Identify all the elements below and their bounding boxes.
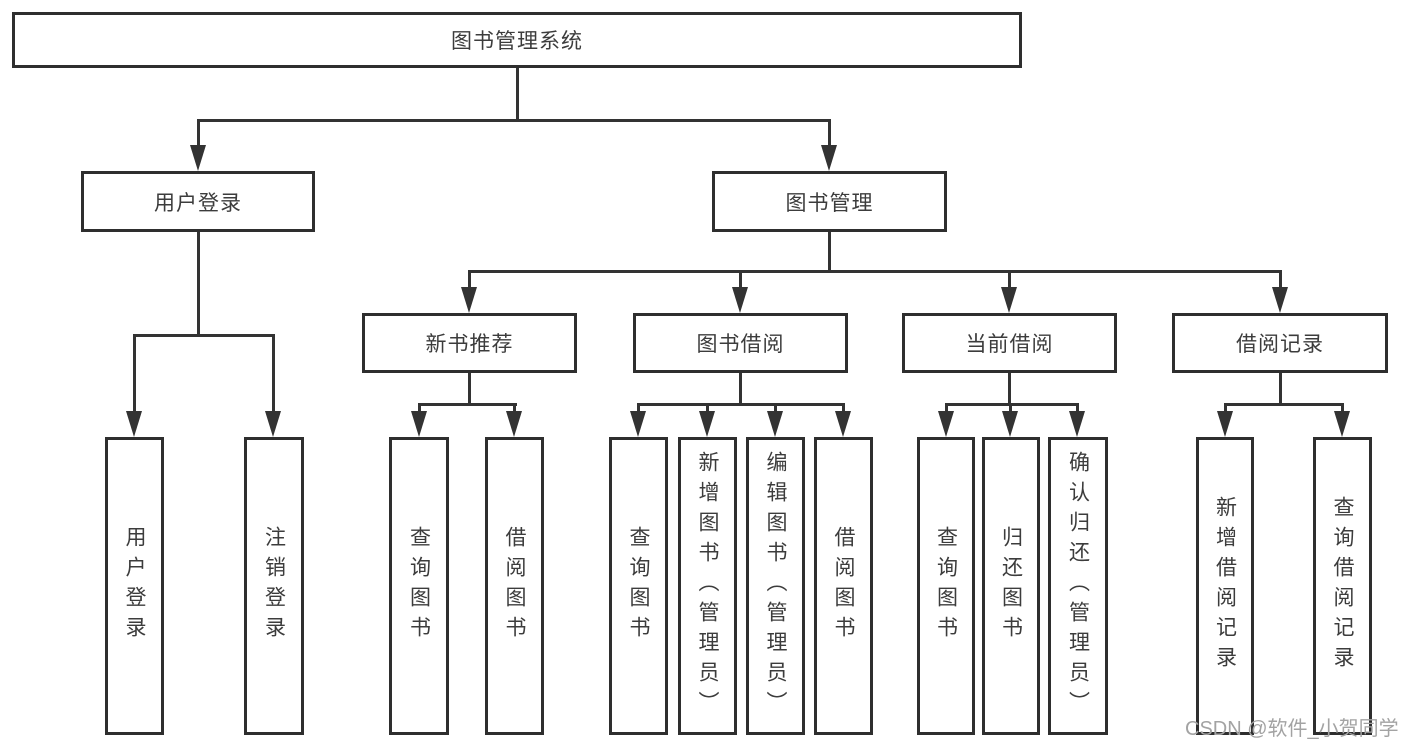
- arrow-down-icon: [835, 411, 851, 437]
- connector-line: [945, 403, 948, 413]
- arrow-down-icon: [1217, 411, 1233, 437]
- connector-line: [197, 232, 200, 336]
- leaf-add-book-admin: 新增图书（管理员）: [678, 437, 737, 735]
- node-book-borrowing: 图书借阅: [633, 313, 848, 373]
- connector-line: [774, 403, 777, 413]
- arrow-down-icon: [411, 411, 427, 437]
- connector-line: [1008, 373, 1011, 406]
- arrow-down-icon: [1001, 287, 1017, 313]
- arrow-down-icon: [699, 411, 715, 437]
- node-new-book-recommend-label: 新书推荐: [425, 333, 514, 356]
- leaf-edit-book-admin: 编辑图书（管理员）: [746, 437, 805, 735]
- arrow-down-icon: [1002, 411, 1018, 437]
- connector-line: [1008, 270, 1011, 288]
- leaf-borrow-books-borrowing: 借阅图书: [814, 437, 873, 735]
- leaf-query-books-borrowing-label: 查询图书: [627, 526, 651, 646]
- node-current-borrowing: 当前借阅: [902, 313, 1117, 373]
- leaf-return-books: 归还图书: [982, 437, 1040, 735]
- connector-line: [1341, 403, 1344, 413]
- node-book-management-label: 图书管理: [785, 191, 874, 215]
- arrow-down-icon: [1272, 287, 1288, 313]
- connector-line: [468, 270, 471, 288]
- leaf-query-books-current: 查询图书: [917, 437, 975, 735]
- leaf-logout-label: 注销登录: [262, 526, 286, 646]
- connector-line: [706, 403, 709, 413]
- connector-line: [1076, 403, 1079, 413]
- connector-line: [739, 270, 742, 288]
- leaf-logout: 注销登录: [244, 437, 304, 735]
- connector-line: [418, 403, 421, 413]
- node-borrowing-records-label: 借阅记录: [1236, 333, 1324, 356]
- connector-line: [1224, 403, 1227, 413]
- connector-line: [418, 403, 517, 406]
- arrow-down-icon: [767, 411, 783, 437]
- watermark: CSDN @软件_小贺同学: [1185, 718, 1399, 740]
- connector-line: [637, 403, 640, 413]
- arrow-down-icon: [190, 145, 206, 171]
- connector-line: [739, 373, 742, 406]
- arrow-down-icon: [126, 411, 142, 437]
- arrow-down-icon: [938, 411, 954, 437]
- leaf-add-borrow-record-label: 新增借阅记录: [1213, 496, 1237, 676]
- connector-line: [1224, 403, 1344, 406]
- leaf-return-books-label: 归还图书: [999, 526, 1023, 646]
- connector-line: [1279, 373, 1282, 406]
- connector-line: [828, 119, 831, 147]
- node-new-book-recommend: 新书推荐: [362, 313, 577, 373]
- leaf-borrow-books-recommend-label: 借阅图书: [503, 526, 527, 646]
- node-current-borrowing-label: 当前借阅: [965, 333, 1054, 356]
- leaf-query-books-borrowing: 查询图书: [609, 437, 668, 735]
- leaf-query-books-recommend: 查询图书: [389, 437, 449, 735]
- leaf-user-login: 用户登录: [105, 437, 164, 735]
- leaf-query-borrow-record: 查询借阅记录: [1313, 437, 1372, 735]
- connector-line: [133, 334, 275, 337]
- leaf-borrow-books-borrowing-label: 借阅图书: [832, 526, 856, 646]
- arrow-down-icon: [1334, 411, 1350, 437]
- leaf-borrow-books-recommend: 借阅图书: [485, 437, 544, 735]
- node-book-borrowing-label: 图书借阅: [696, 333, 785, 356]
- connector-line: [133, 334, 136, 412]
- connector-line: [272, 334, 275, 412]
- leaf-user-login-label: 用户登录: [123, 526, 147, 646]
- connector-line: [513, 403, 516, 413]
- connector-line: [197, 119, 831, 122]
- leaf-confirm-return-admin: 确认归还（管理员）: [1048, 437, 1108, 735]
- arrow-down-icon: [265, 411, 281, 437]
- connector-line: [468, 270, 1281, 273]
- leaf-query-borrow-record-label: 查询借阅记录: [1331, 496, 1355, 676]
- leaf-confirm-return-admin-label: 确认归还（管理员）: [1066, 451, 1090, 721]
- arrow-down-icon: [461, 287, 477, 313]
- arrow-down-icon: [732, 287, 748, 313]
- connector-line: [842, 403, 845, 413]
- connector-line: [1279, 270, 1282, 288]
- connector-line: [516, 68, 519, 121]
- arrow-down-icon: [506, 411, 522, 437]
- connector-line: [197, 119, 200, 147]
- node-book-management: 图书管理: [712, 171, 947, 232]
- connector-line: [637, 403, 844, 406]
- connector-line: [828, 232, 831, 272]
- leaf-add-book-admin-label: 新增图书（管理员）: [696, 451, 720, 721]
- leaf-query-books-current-label: 查询图书: [934, 526, 958, 646]
- leaf-query-books-recommend-label: 查询图书: [407, 526, 431, 646]
- connector-line: [945, 403, 1079, 406]
- leaf-edit-book-admin-label: 编辑图书（管理员）: [764, 451, 788, 721]
- node-user-login-label: 用户登录: [154, 191, 242, 215]
- node-borrowing-records: 借阅记录: [1172, 313, 1388, 373]
- arrow-down-icon: [1069, 411, 1085, 437]
- node-root-label: 图书管理系统: [451, 30, 583, 53]
- connector-line: [1009, 403, 1012, 413]
- node-root: 图书管理系统: [12, 12, 1022, 68]
- connector-line: [468, 373, 471, 406]
- leaf-add-borrow-record: 新增借阅记录: [1196, 437, 1254, 735]
- arrow-down-icon: [630, 411, 646, 437]
- arrow-down-icon: [821, 145, 837, 171]
- node-user-login: 用户登录: [81, 171, 315, 232]
